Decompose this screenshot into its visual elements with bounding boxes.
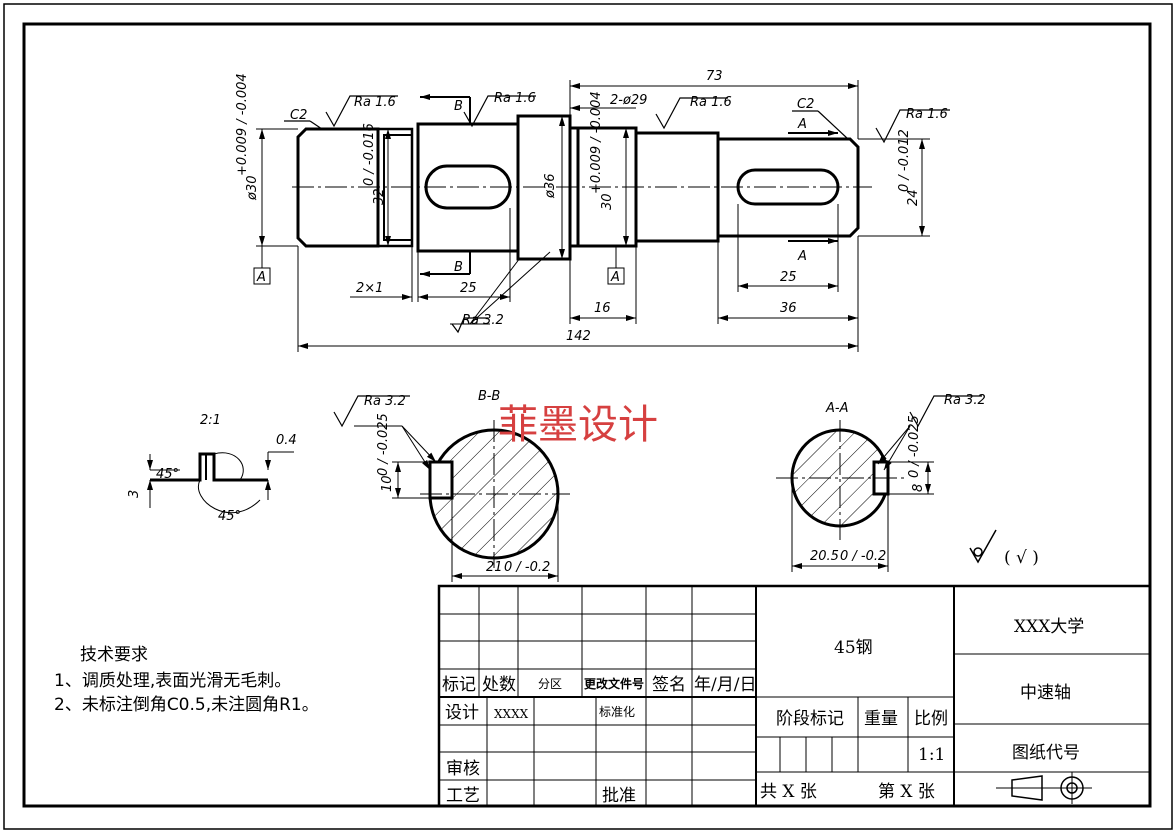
section-arrows: [420, 94, 838, 277]
tb-mark: 标记: [442, 675, 476, 695]
section-aa: [776, 420, 934, 572]
datum-a-bottom: A: [797, 249, 807, 264]
datum-a-box1: A: [256, 270, 266, 285]
detail-04: 0.4: [276, 433, 297, 448]
dim-32-tol: 0 / -0.016: [362, 123, 377, 186]
dim-142: 142: [566, 329, 591, 344]
tb-standard: 标准化: [599, 705, 635, 719]
dim-c2-left: C2: [290, 108, 307, 123]
tb-school: XXX大学: [1014, 617, 1084, 637]
bb-key-tol: 0 / -0.025: [376, 413, 391, 476]
tb-review: 审核: [446, 759, 480, 779]
ra-label-7: Ra 3.2: [944, 393, 986, 408]
datum-boxes: [253, 246, 625, 285]
dim-25-left: 25: [460, 281, 477, 296]
tb-weight: 重量: [864, 709, 898, 729]
ra-label-2: Ra 1.6: [494, 91, 536, 106]
overall-roughness: ( √ ): [1004, 548, 1039, 568]
tb-total-sheets: 共 X 张: [760, 782, 817, 802]
bb-depth: 21: [486, 560, 503, 575]
dim-2phi29: 2-ø29: [610, 93, 647, 108]
dim-25-right: 25: [780, 270, 797, 285]
dim-30: 30: [600, 193, 615, 210]
tb-part-name: 中速轴: [1020, 683, 1071, 703]
tb-material: 45钢: [834, 638, 873, 658]
dim-32: 32: [372, 188, 387, 205]
aa-depth: 20.5: [810, 549, 839, 564]
detail-view: [147, 451, 294, 514]
title-block: [437, 584, 1152, 808]
tb-count: 处数: [482, 675, 516, 695]
tb-process: 工艺: [446, 786, 480, 806]
dim-phi30: ø30: [245, 176, 260, 202]
roughness-symbols: [284, 95, 982, 428]
tech-req-line1: 1、调质处理,表面光滑无毛刺。: [54, 671, 291, 691]
dim-phi36: ø36: [543, 174, 558, 200]
outer-border: [3, 3, 1173, 830]
section-aa-title: A-A: [825, 401, 848, 416]
datum-a-top: A: [797, 117, 807, 132]
datum-b-top: B: [454, 99, 463, 114]
detail-3: 3: [127, 490, 142, 498]
tb-approve: 批准: [602, 786, 636, 806]
ra-label-6: Ra 3.2: [364, 394, 406, 409]
detail-angle-a: 45°: [156, 467, 179, 482]
tb-zone: 分区: [538, 677, 562, 691]
datum-a-box2: A: [610, 270, 620, 285]
tb-stage-mark: 阶段标记: [776, 709, 844, 729]
dim-24: 24: [906, 189, 921, 206]
bb-key-width: 10: [380, 475, 395, 492]
ra-label-3: Ra 1.6: [690, 95, 732, 110]
tech-req-title: 技术要求: [80, 645, 148, 665]
dim-30-tol: +0.009 / -0.004: [589, 91, 604, 194]
aa-key-width: 8: [911, 484, 926, 492]
tb-sheet-no: 第 X 张: [878, 782, 935, 802]
ra-label-4: Ra 1.6: [906, 107, 948, 122]
dim-16: 16: [594, 301, 611, 316]
dim-24-tol: 0 / -0.012: [897, 129, 912, 192]
section-bb: [354, 420, 570, 582]
tb-sign: 签名: [652, 675, 686, 695]
aa-depth-tol: 0 / -0.2: [840, 549, 886, 564]
tb-ratio-value: 1:1: [918, 745, 945, 765]
dim-36: 36: [780, 301, 797, 316]
ra-label-1: Ra 1.6: [354, 95, 396, 110]
section-bb-title: B-B: [478, 389, 500, 404]
tb-design: 设计: [445, 703, 479, 723]
watermark: 菲墨设计: [498, 402, 658, 448]
detail-angle-b: 45°: [218, 509, 241, 524]
tb-designer: XXXX: [494, 707, 529, 721]
dim-c2-right: C2: [797, 97, 814, 112]
tech-req-line2: 2、未标注倒角C0.5,未注圆角R1。: [54, 695, 319, 715]
datum-b-bottom: B: [454, 260, 463, 275]
aa-key-tol: 0 / -0.025: [907, 415, 922, 478]
dim-73: 73: [706, 69, 723, 84]
tb-date: 年/月/日: [694, 675, 756, 695]
tb-drawing-no: 图纸代号: [1012, 743, 1080, 763]
ra-label-5: Ra 3.2: [462, 313, 504, 328]
tb-change-doc: 更改文件号: [584, 676, 644, 691]
dim-lines: [256, 80, 930, 352]
overall-roughness-icon: [969, 529, 997, 564]
bb-depth-tol: 0 / -0.2: [504, 560, 550, 575]
tb-ratio: 比例: [914, 709, 948, 729]
dim-2x1: 2×1: [356, 281, 383, 296]
detail-scale: 2:1: [200, 413, 221, 428]
dim-phi30-tol: +0.009 / -0.004: [235, 73, 250, 176]
